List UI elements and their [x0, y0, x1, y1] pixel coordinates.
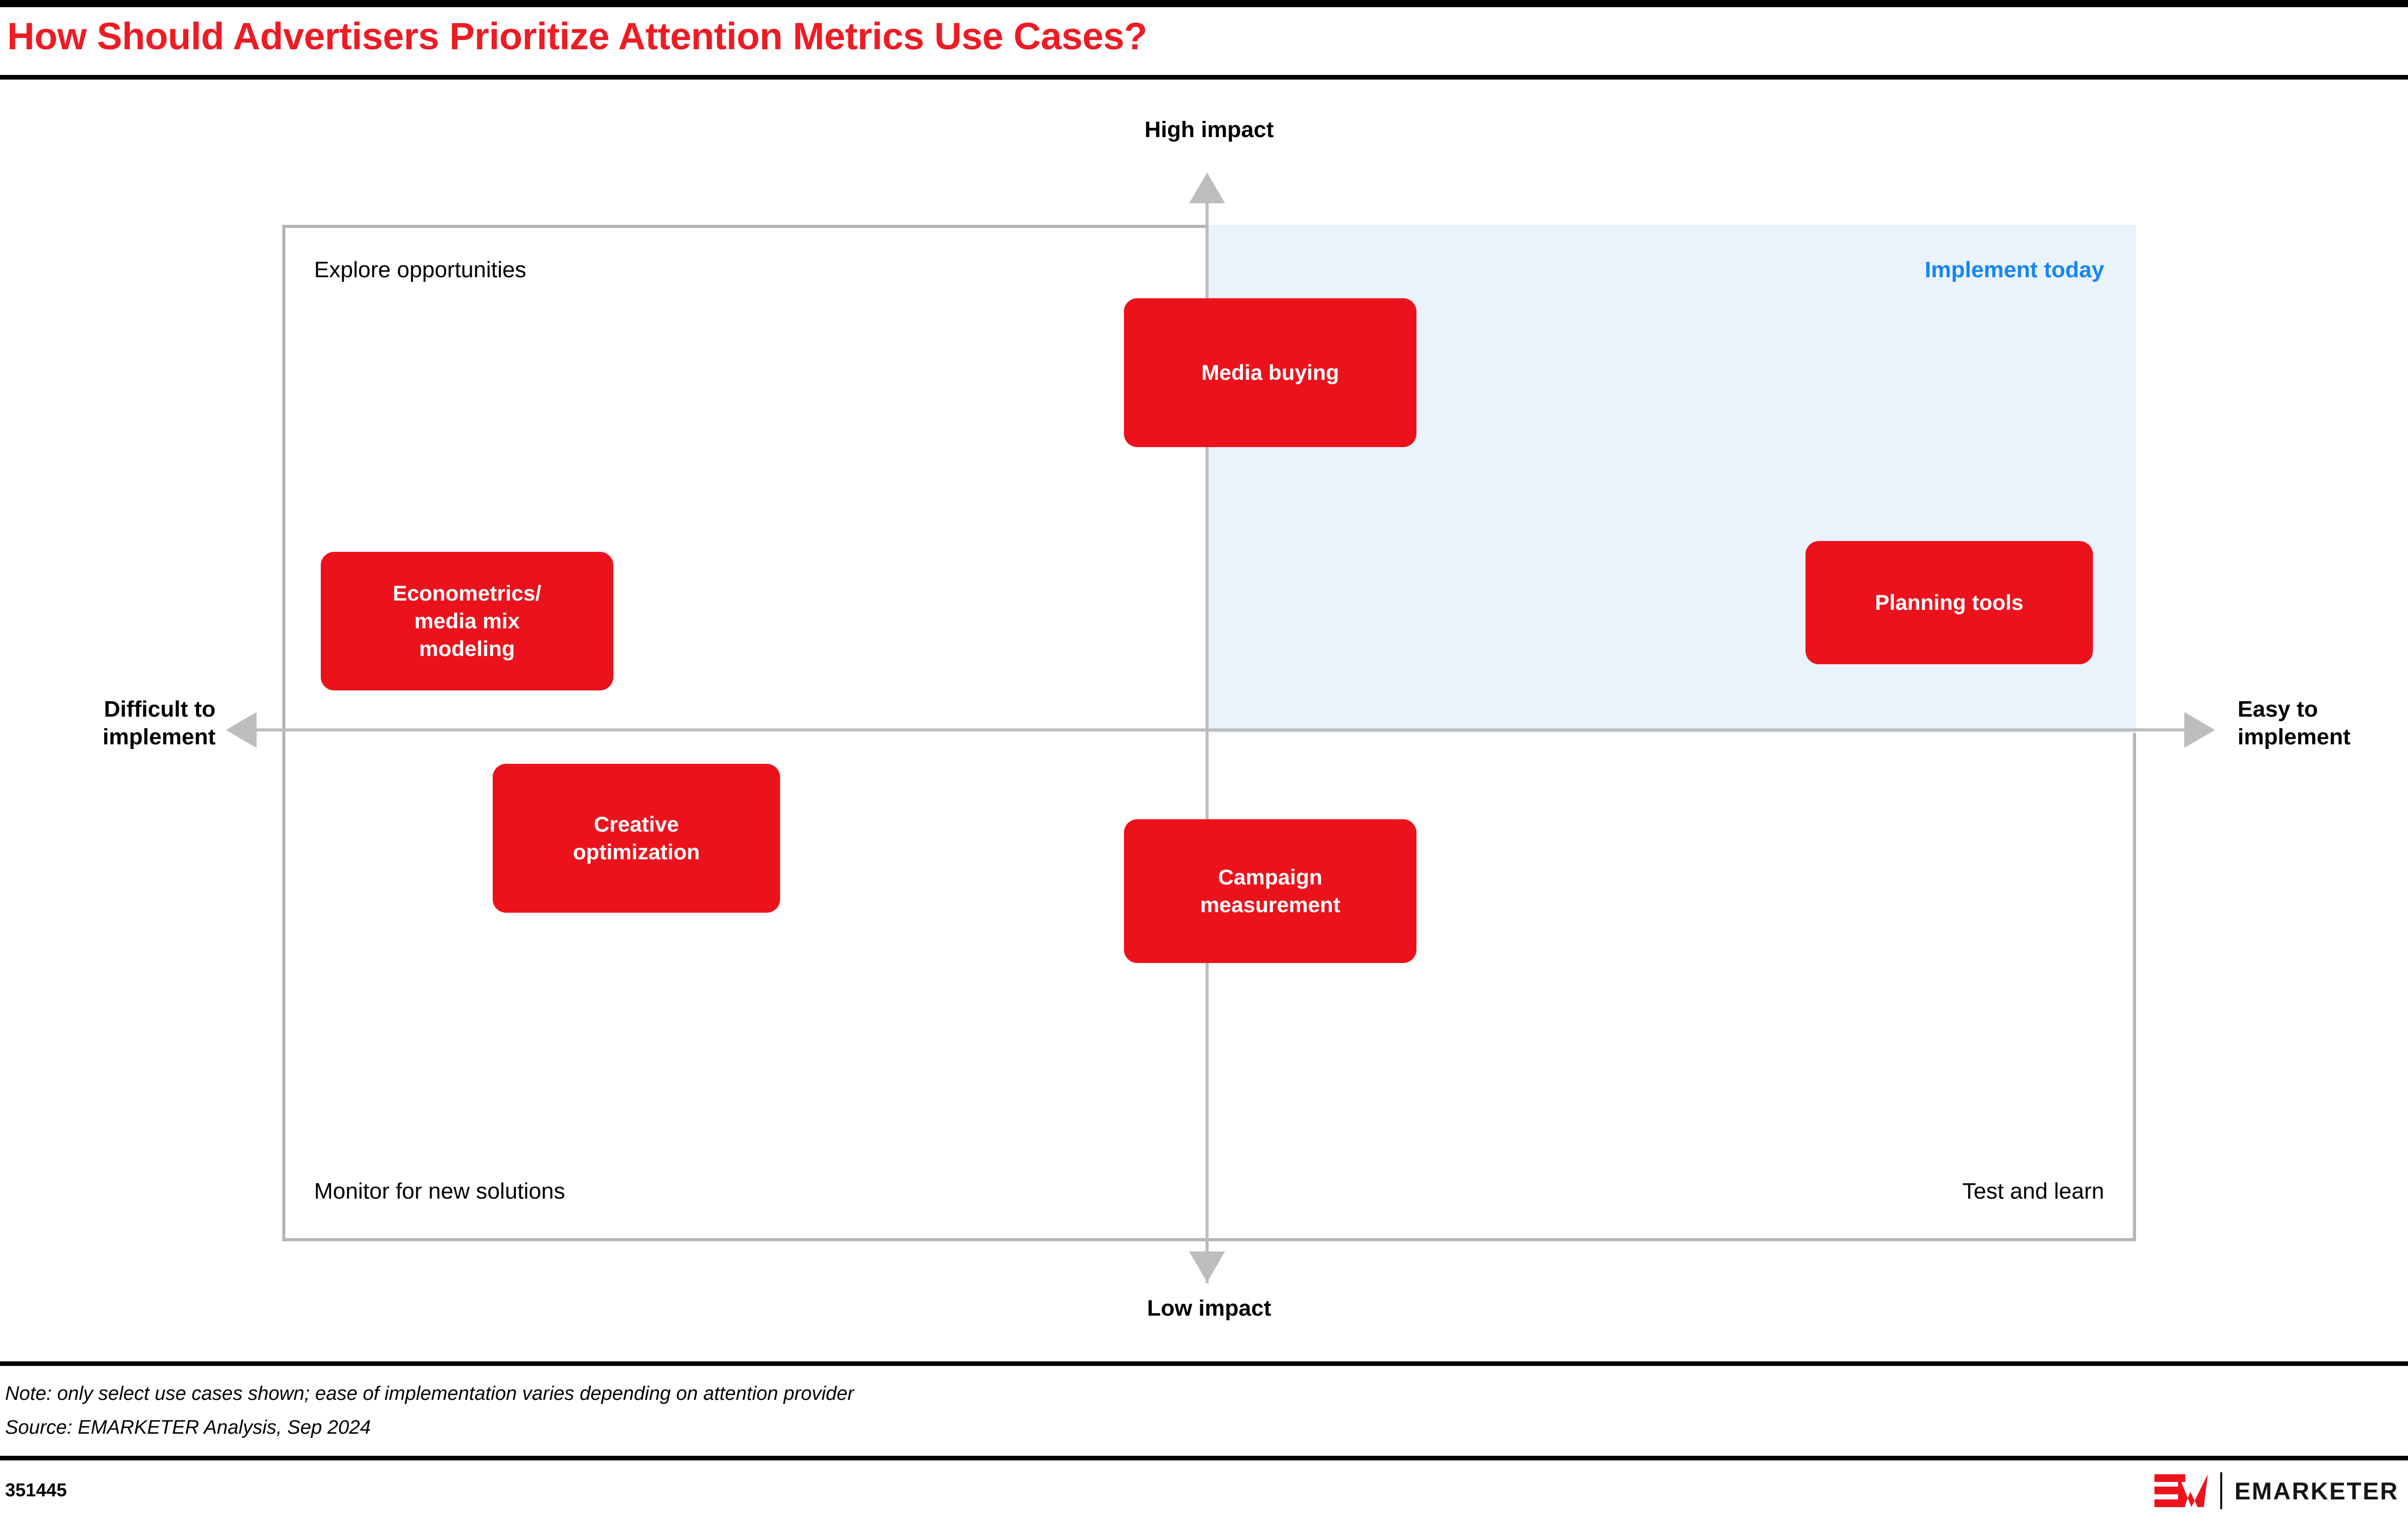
usecase-label: Media buying: [1201, 360, 1339, 385]
chart-note: Note: only select use cases shown; ease …: [5, 1383, 854, 1404]
usecase-label: Creative optimization: [573, 812, 700, 864]
top-divider: [0, 0, 2408, 7]
quadrant-label-implement-today: Implement today: [1925, 257, 2104, 282]
usecase-label: Planning tools: [1875, 590, 2024, 615]
logo-divider: [2220, 1472, 2222, 1509]
title-divider: [0, 75, 2408, 80]
chart-source: Source: EMARKETER Analysis, Sep 2024: [5, 1417, 371, 1438]
usecase-box-media-buying[interactable]: Media buying: [1124, 298, 1416, 447]
em-logo-mark-icon: [2154, 1474, 2208, 1507]
footer-top-divider: [0, 1361, 2408, 1366]
quadrant-label-test-and-learn: Test and learn: [1962, 1179, 2104, 1204]
quadrant-label-implement-today-wrap: Implement today: [1232, 257, 2104, 284]
quadrant-label-test-and-learn-wrap: Test and learn: [1232, 1178, 2104, 1205]
emarketer-logo: EMARKETER: [2154, 1472, 2399, 1509]
usecase-box-econometrics-media-mix-modeling[interactable]: Econometrics/ media mix modeling: [321, 552, 613, 690]
page-title: How Should Advertisers Prioritize Attent…: [7, 15, 1148, 57]
footer-bottom-divider: [0, 1456, 2408, 1460]
chart-id: 351445: [5, 1479, 67, 1500]
usecase-label: Econometrics/ media mix modeling: [393, 581, 541, 661]
axis-label-high-impact: High impact: [1144, 117, 1274, 142]
usecase-label: Campaign measurement: [1200, 865, 1341, 917]
axis-arrow-up-icon: [1189, 172, 1225, 203]
axis-label-difficult-to-implement: Difficult to implement: [102, 697, 216, 749]
axis-arrow-right-icon: [2184, 712, 2215, 748]
axis-arrow-left-icon: [226, 712, 257, 748]
usecase-box-campaign-measurement[interactable]: Campaign measurement: [1124, 819, 1416, 963]
quadrant-label-explore-opportunities: Explore opportunities: [314, 257, 527, 282]
vertical-axis: [1206, 181, 1209, 1283]
axis-label-easy-to-implement: Easy to implement: [2238, 697, 2351, 749]
usecase-box-planning-tools[interactable]: Planning tools: [1805, 541, 2093, 664]
axis-label-low-impact: Low impact: [1147, 1296, 1272, 1321]
logo-wordmark: EMARKETER: [2234, 1477, 2399, 1505]
quadrant-label-monitor-for-new-solutions: Monitor for new solutions: [314, 1179, 566, 1204]
axis-arrow-down-icon: [1189, 1251, 1225, 1282]
usecase-box-creative-optimization[interactable]: Creative optimization: [493, 764, 780, 913]
horizontal-axis: [232, 728, 2187, 731]
